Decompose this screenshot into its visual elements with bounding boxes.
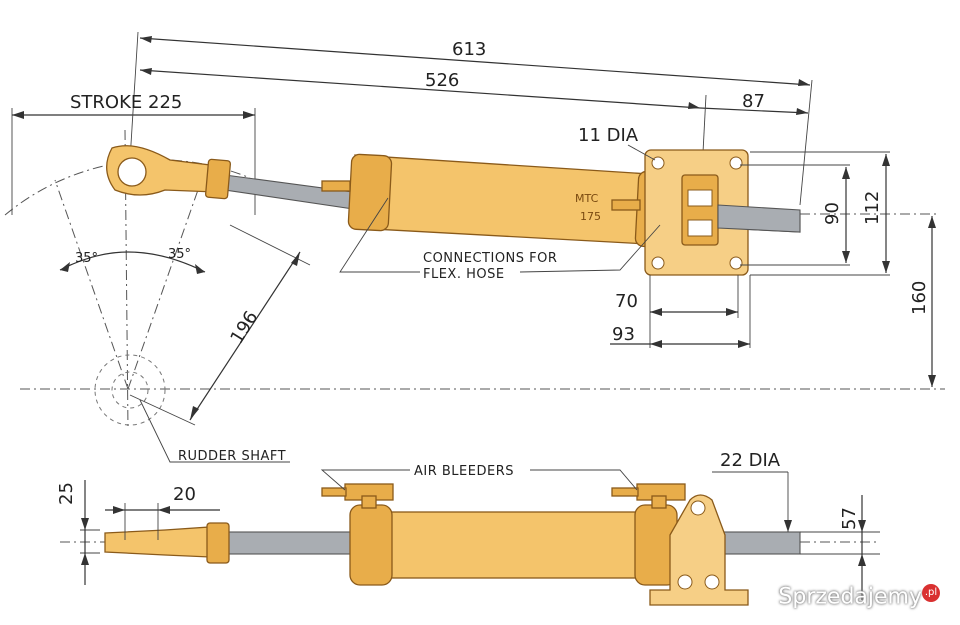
angle-left-text: 35° <box>75 251 98 266</box>
watermark-badge: .pl <box>922 583 940 602</box>
dim-87-line <box>699 107 809 114</box>
rudder-shaft-label: RUDDER SHAFT <box>178 449 286 464</box>
hose-fitting-front <box>321 180 351 192</box>
connections-label-1: CONNECTIONS FOR <box>423 251 557 266</box>
dim-526-line <box>139 69 701 109</box>
mount-hole-1 <box>651 156 665 170</box>
air-bleeders-label: AIR BLEEDERS <box>414 464 514 479</box>
dim-93-text: 93 <box>612 324 635 345</box>
watermark-text: Sprzedajemy <box>778 584 922 609</box>
angle-right-text: 35° <box>168 247 191 262</box>
hose-fitting-rear <box>611 199 641 211</box>
dim-112-text: 112 <box>862 191 883 225</box>
dim-57-text: 57 <box>839 507 860 530</box>
side-cylinder-barrel <box>359 511 651 579</box>
dim-196-text: 196 <box>226 307 262 347</box>
rod-eye-hole <box>117 157 147 187</box>
side-rod-end <box>104 526 211 558</box>
air-bleeder-leader-1 <box>320 469 410 491</box>
rudder-shaft-inner <box>111 371 149 409</box>
air-bleeder-leader-2 <box>530 469 638 491</box>
side-rod-nut <box>206 522 230 564</box>
dim-90-text: 90 <box>822 202 843 225</box>
rod-nut <box>204 158 232 200</box>
side-mount-bracket <box>649 494 749 606</box>
dim-196-line <box>189 251 301 421</box>
mount-hole-4 <box>729 256 743 270</box>
angle-line-right <box>127 169 206 390</box>
mount-hole-3 <box>651 256 665 270</box>
site-watermark: Sprzedajemy.pl <box>778 583 940 609</box>
mount-hole-2 <box>729 156 743 170</box>
dim-20-text: 20 <box>173 484 196 505</box>
tail-rod-exit <box>717 204 801 233</box>
rudder-shaft-circle <box>94 354 166 426</box>
top-front-cap <box>347 153 393 232</box>
dim-22dia-text: 22 DIA <box>720 450 781 471</box>
dim-613-line <box>139 37 811 86</box>
dim-25-text: 25 <box>56 482 77 505</box>
side-piston-rod <box>224 531 356 555</box>
connections-leader-2 <box>519 224 661 273</box>
model-text-2: 175 <box>580 210 601 223</box>
top-piston-rod <box>224 174 361 211</box>
angle-arc-right <box>127 251 206 273</box>
connections-leader-1 <box>339 197 420 273</box>
dim-70-text: 70 <box>615 291 638 312</box>
model-text-1: MTC <box>575 192 599 205</box>
dim-stroke-text: STROKE 225 <box>70 92 182 113</box>
dim-526-text: 526 <box>425 70 459 91</box>
dim-196-ext2 <box>129 394 196 426</box>
dim-87-text: 87 <box>742 91 765 112</box>
dim-613-text: 613 <box>452 39 486 60</box>
dim-160-text: 160 <box>909 281 930 315</box>
dim-11dia-text: 11 DIA <box>578 125 639 146</box>
angle-line-left <box>54 179 129 390</box>
rudder-shaft-leader <box>139 399 290 463</box>
connections-label-2: FLEX. HOSE <box>423 267 505 282</box>
side-front-cap <box>349 504 393 586</box>
